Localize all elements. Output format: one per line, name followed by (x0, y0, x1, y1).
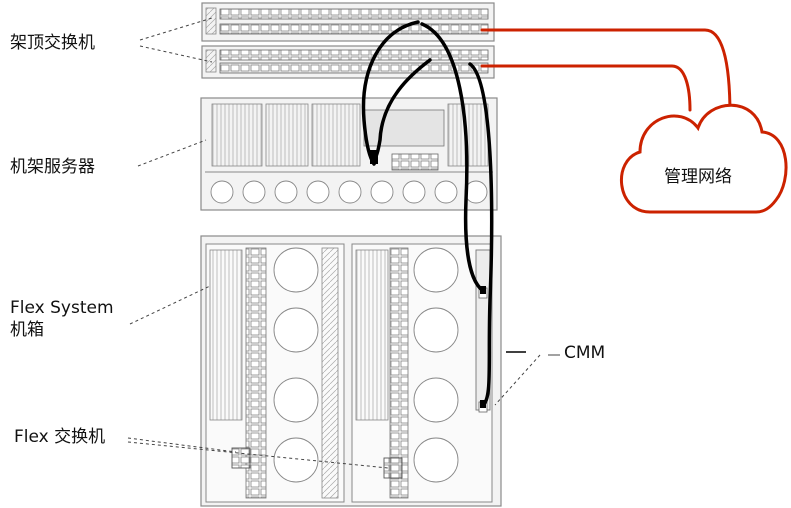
flex-switch-label: Flex 交换机 (14, 428, 105, 448)
management-cables (482, 30, 730, 115)
cloud-icon (621, 105, 786, 212)
rack-server (201, 98, 497, 210)
tor-switch-label: 架顶交换机 (10, 34, 95, 54)
flex-system-label-line2: 机箱 (10, 320, 44, 340)
tor-switch-upper (202, 3, 494, 41)
tor-switch-lower (202, 46, 494, 78)
flex-system-label-line1: Flex System (10, 298, 114, 318)
cmm-label: CMM (564, 344, 605, 364)
management-network-label: 管理网络 (664, 162, 732, 187)
flex-system-chassis (201, 236, 501, 506)
rack-server-label: 机架服务器 (10, 158, 95, 178)
